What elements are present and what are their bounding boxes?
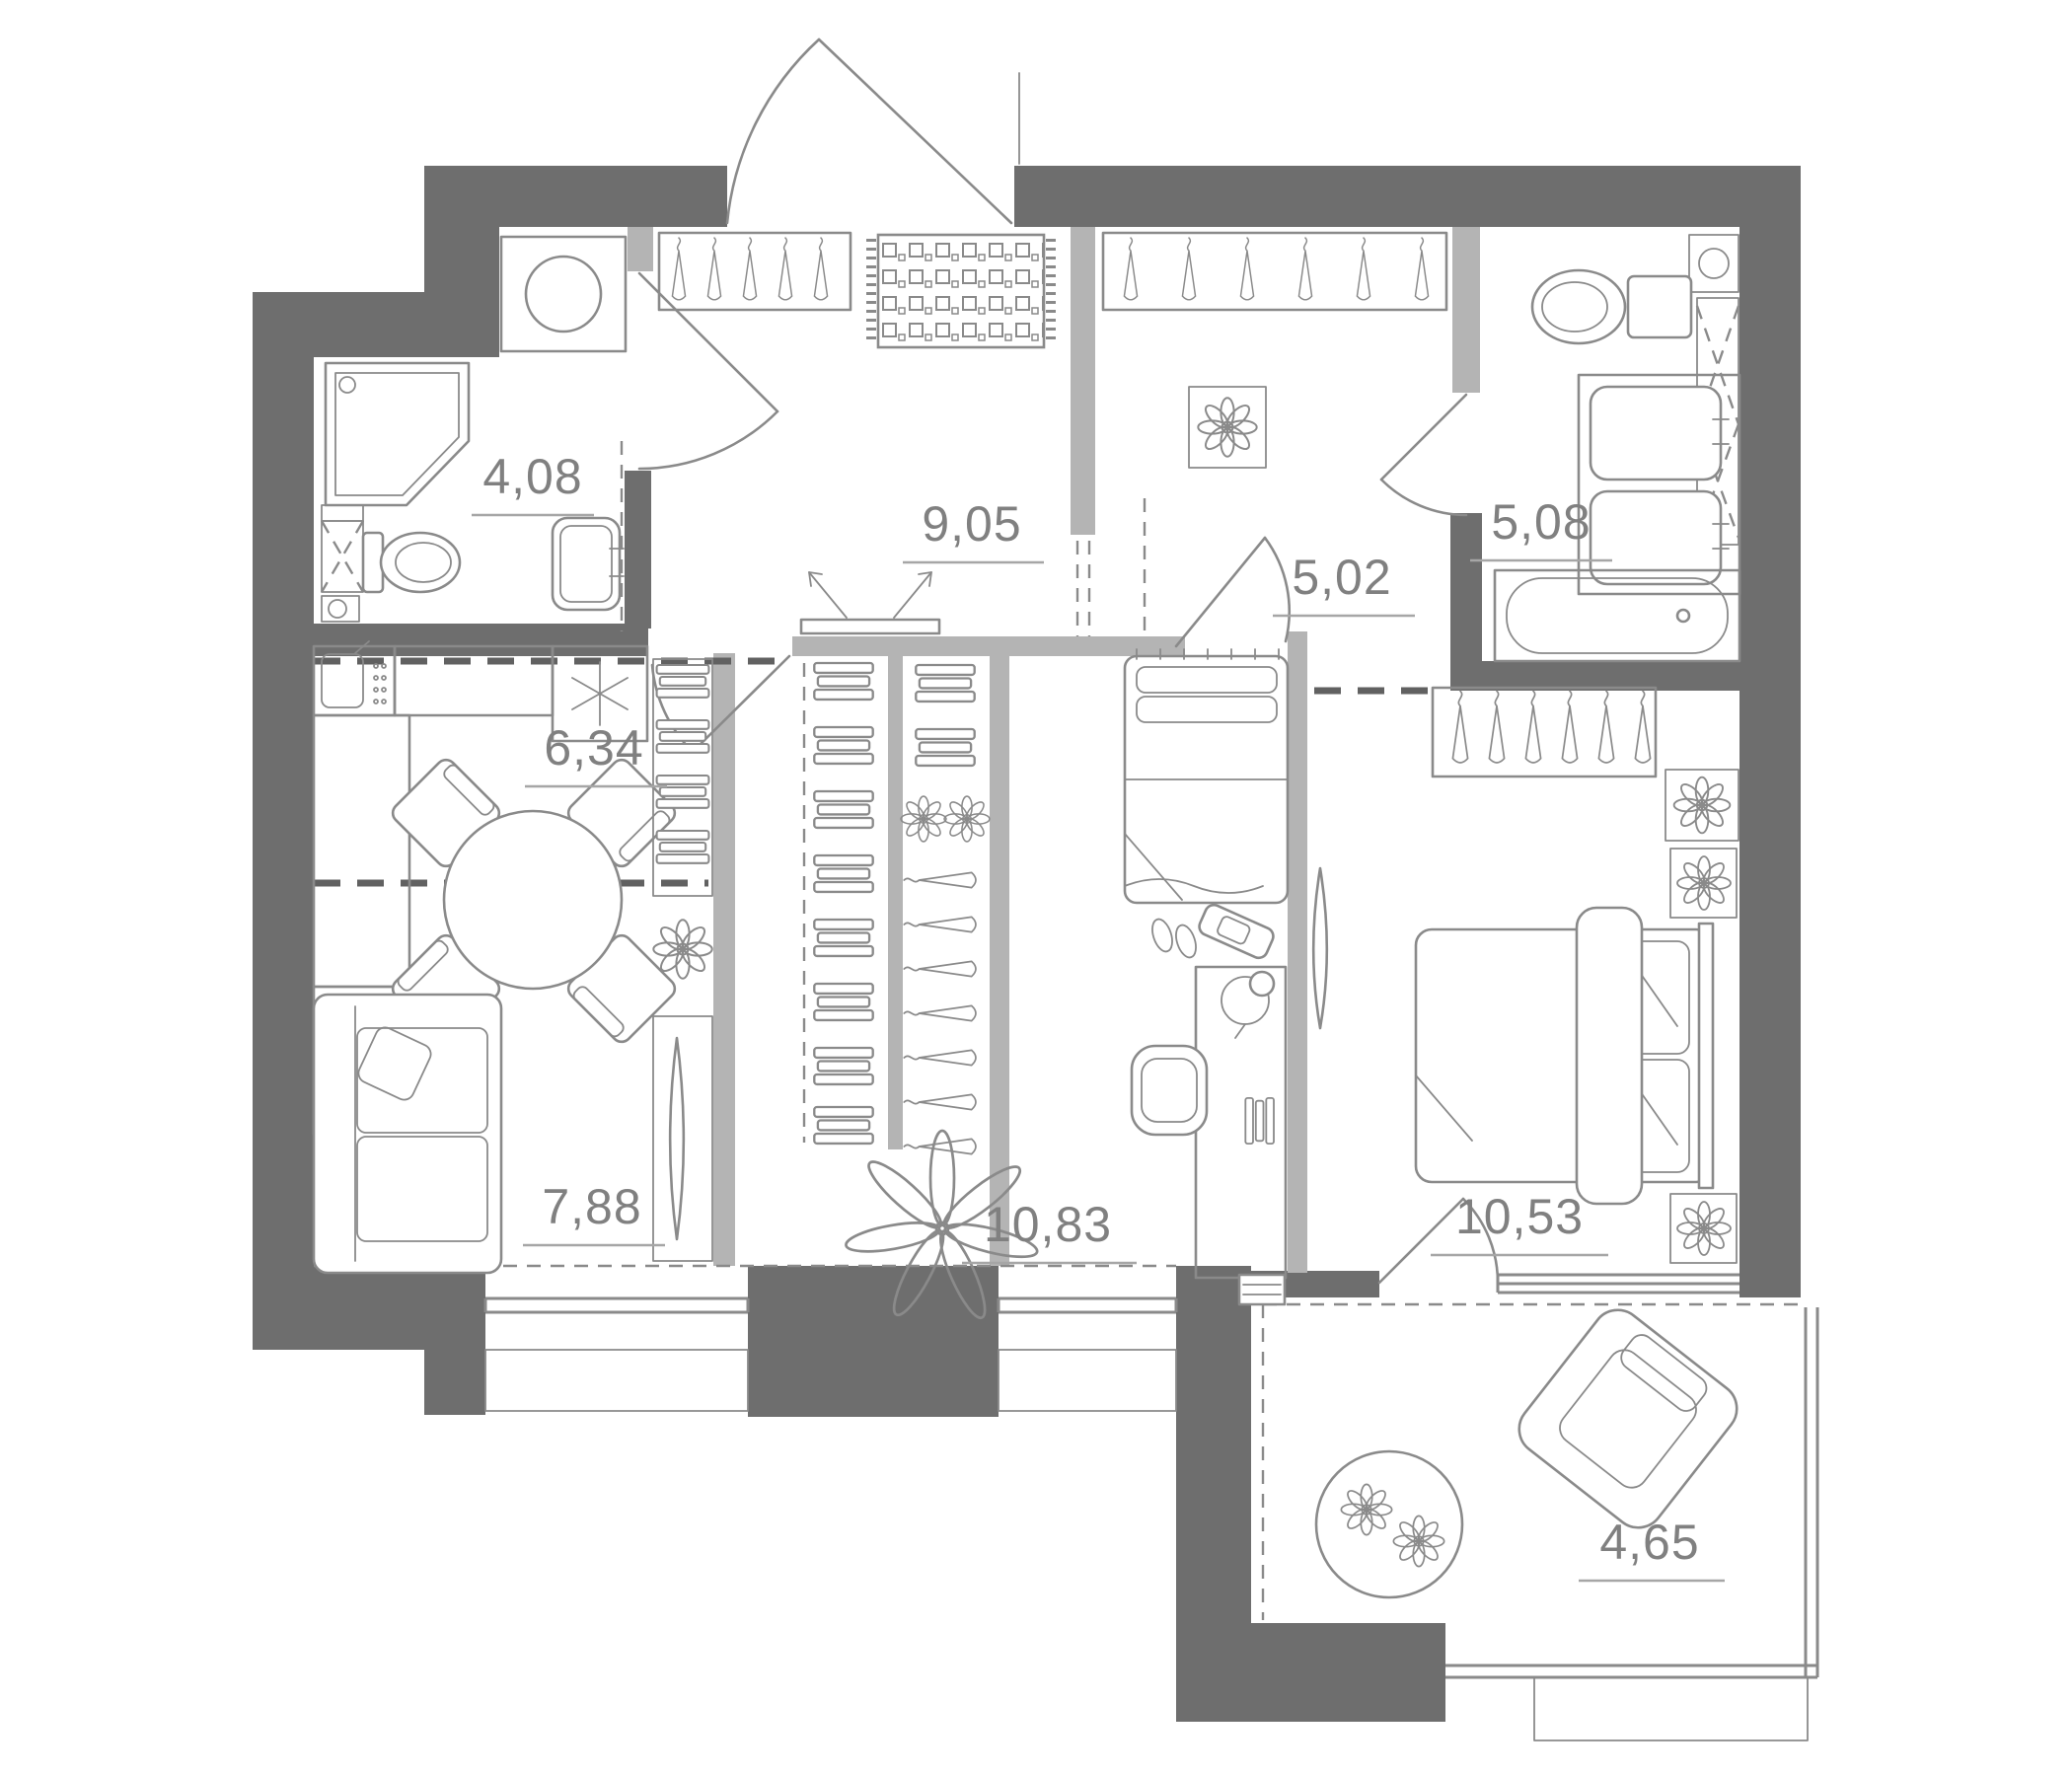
label-hallway: 9,05: [922, 496, 1021, 552]
room-bedroom-child: [1123, 648, 1290, 1306]
shoe-cabinet-icon: [799, 571, 941, 635]
washing-machine-icon: [499, 235, 628, 353]
living-room-window: [483, 1296, 750, 1412]
planter-corner-icon: [1665, 769, 1739, 842]
room-corridor: [1101, 231, 1448, 469]
label-corridor: 5,02: [1292, 550, 1391, 605]
label-balcony: 4,65: [1599, 1515, 1699, 1570]
room-bathroom-large: [1493, 234, 1741, 663]
room-living: [312, 658, 713, 1275]
bed-single-icon: [1123, 648, 1290, 905]
vent-shaft-icon: [320, 504, 365, 623]
bathroom-large-door: [1379, 393, 1468, 517]
label-bedroom-child: 10,83: [984, 1197, 1112, 1252]
label-kitchen: 6,34: [544, 720, 643, 776]
balcony-glazing: [1445, 1307, 1819, 1741]
label-bathroom-small: 4,08: [482, 449, 582, 504]
double-sink-icon: [1577, 373, 1741, 596]
label-bathroom-large: 5,08: [1491, 494, 1591, 550]
room-bedroom-master: [1311, 686, 1739, 1264]
toy-car-icon: [1198, 903, 1275, 960]
closet-flowers-icon: [900, 795, 991, 843]
round-table-icon: [1314, 1449, 1464, 1599]
bedroom-child-window: [997, 1296, 1178, 1412]
balcony-door: [1377, 1197, 1500, 1285]
bed-double-icon: [1414, 906, 1715, 1206]
wall-mirror-icon: [1311, 866, 1329, 1030]
slippers-icon: [1151, 918, 1197, 959]
fridge-icon: [551, 644, 649, 743]
label-living: 7,88: [542, 1179, 641, 1234]
sink-icon: [551, 516, 625, 612]
mirror-wardrobe-icon: [652, 1015, 713, 1262]
counter-left: [312, 713, 411, 989]
wardrobe-hangers-icon: [1431, 686, 1658, 778]
books-icon: [1244, 1096, 1275, 1146]
closet-hangers-icon: [903, 871, 977, 1155]
toilet-icon: [361, 531, 462, 594]
interior-partitions: [628, 227, 1480, 1273]
bedroom-child-door: [1174, 536, 1292, 648]
room-hallway: [657, 231, 1056, 635]
room-balcony: [1314, 1308, 1739, 1599]
label-bedroom-master: 10,53: [1455, 1189, 1584, 1244]
flower-icon: [652, 919, 713, 980]
desk-lamp-icon: [1221, 970, 1276, 1039]
sofa-icon: [312, 993, 503, 1275]
shower-icon: [324, 361, 471, 507]
bathtub-icon: [1493, 568, 1741, 663]
bookshelf-icon: [652, 658, 713, 897]
flower-box-icon: [1188, 386, 1267, 469]
desk-chair-icon: [1130, 1044, 1209, 1137]
toilet-2-icon: [1530, 268, 1693, 345]
windows: [483, 1273, 1819, 1741]
doormat-icon: [866, 233, 1056, 349]
armchair-icon: [1517, 1308, 1739, 1529]
planter-right-icon: [1669, 848, 1738, 1264]
entrance-door: [725, 37, 1020, 225]
water-heater-icon: [1688, 234, 1739, 293]
exterior-walls: [253, 166, 1801, 1722]
room-bathroom-small: [320, 235, 628, 623]
doors: [637, 37, 1500, 1285]
bedroom-master-balcony-window: [1496, 1273, 1739, 1295]
bathroom-small-door: [637, 271, 779, 471]
counter: [393, 644, 555, 717]
printer-icon: [1237, 1273, 1287, 1306]
dining-table-icon: [387, 754, 681, 1048]
coat-rack-icon: [657, 231, 852, 312]
room-kitchen: [312, 640, 681, 1137]
room-labels: 4,08 9,05 5,02 5,08 6,34 7,88 10,83 10,5…: [472, 449, 1725, 1583]
coat-rack-2-icon: [1101, 231, 1448, 312]
